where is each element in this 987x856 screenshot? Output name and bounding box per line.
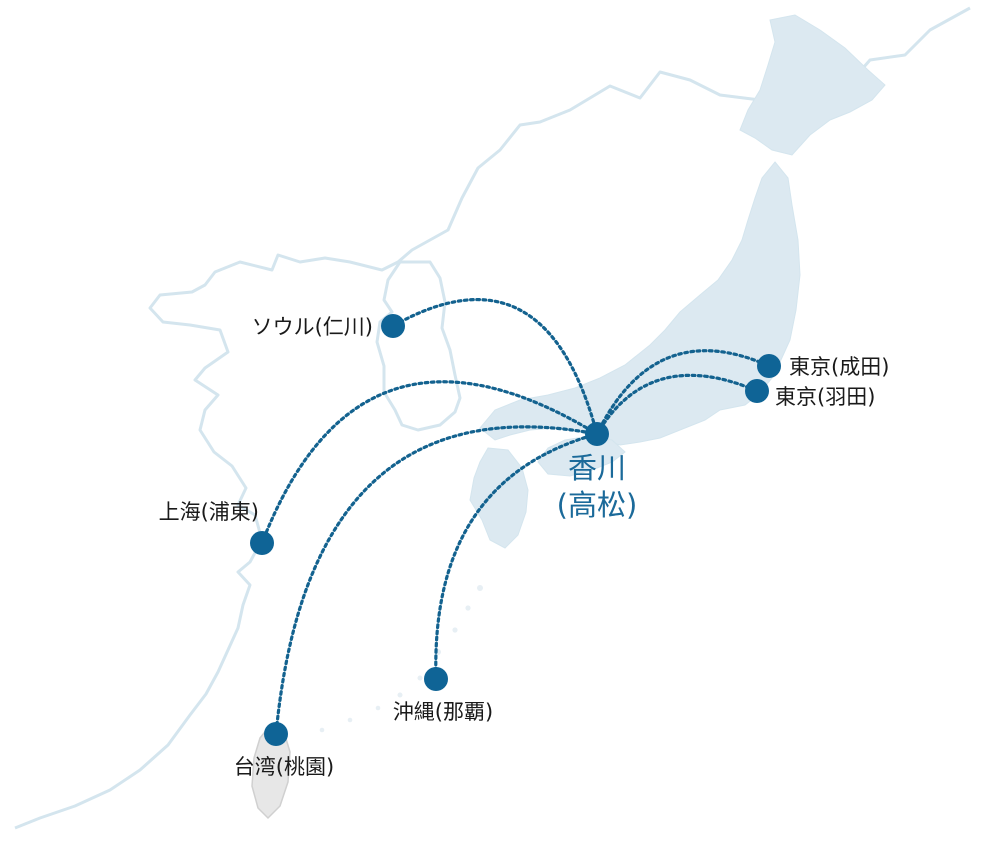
taiwan-island bbox=[251, 727, 291, 820]
route-seoul bbox=[391, 298, 599, 436]
marker-narita bbox=[757, 354, 781, 378]
label-narita: 東京(成田) bbox=[789, 355, 889, 379]
marker-taiwan bbox=[264, 722, 288, 746]
marker-hub-takamatsu bbox=[585, 422, 609, 446]
hub-label-name: 香川 bbox=[568, 451, 626, 485]
route-narita bbox=[595, 349, 771, 436]
continent-coastline bbox=[14, 6, 971, 830]
kyushu bbox=[469, 447, 529, 549]
hub-label-airport: (高松) bbox=[557, 488, 638, 522]
marker-haneda bbox=[745, 379, 769, 403]
route-lines bbox=[260, 298, 771, 736]
destination-markers bbox=[250, 314, 781, 746]
marker-shanghai bbox=[250, 531, 274, 555]
label-shanghai: 上海(浦東) bbox=[159, 500, 259, 524]
korea-coastline bbox=[375, 260, 462, 432]
route-taiwan bbox=[274, 425, 599, 736]
route-haneda bbox=[595, 373, 759, 436]
route-shanghai bbox=[260, 380, 599, 545]
label-okinawa: 沖縄(那覇) bbox=[393, 700, 493, 724]
honshu bbox=[479, 161, 801, 446]
route-okinawa bbox=[434, 432, 599, 681]
ryukyu-islands bbox=[319, 585, 483, 733]
marker-okinawa bbox=[424, 667, 448, 691]
hokkaido bbox=[739, 14, 886, 156]
marker-seoul bbox=[381, 314, 405, 338]
label-haneda: 東京(羽田) bbox=[775, 385, 875, 409]
label-seoul: ソウル(仁川) bbox=[252, 315, 373, 339]
label-taiwan: 台湾(桃園) bbox=[234, 755, 334, 779]
